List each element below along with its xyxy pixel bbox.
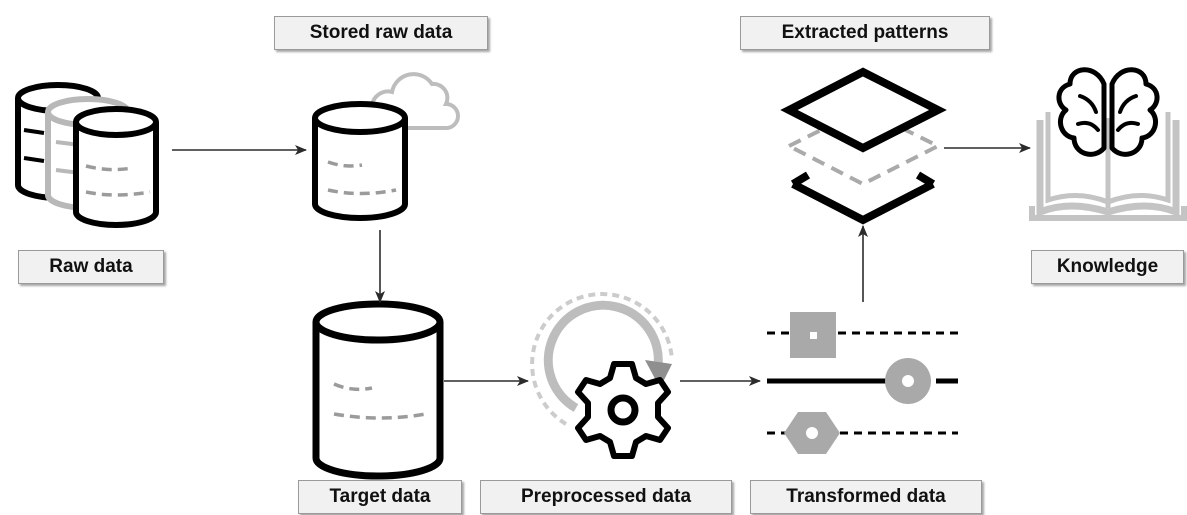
cloud-database-icon: [312, 72, 460, 221]
label-target-data: Target data: [298, 480, 462, 514]
label-raw-data: Raw data: [18, 250, 164, 284]
layers-icon: [780, 67, 947, 225]
label-knowledge: Knowledge: [1031, 250, 1184, 284]
database-icon: [312, 300, 444, 480]
brain-book-icon: [1029, 67, 1187, 221]
gear-refresh-icon: [530, 292, 674, 459]
sliders-icon: [767, 312, 958, 454]
label-transformed-data: Transformed data: [750, 480, 982, 514]
label-extracted-patterns: Extracted patterns: [740, 16, 990, 50]
database-stack-icon: [15, 82, 159, 228]
label-stored-raw-data: Stored raw data: [274, 16, 488, 50]
label-preprocessed-data: Preprocessed data: [480, 480, 732, 514]
